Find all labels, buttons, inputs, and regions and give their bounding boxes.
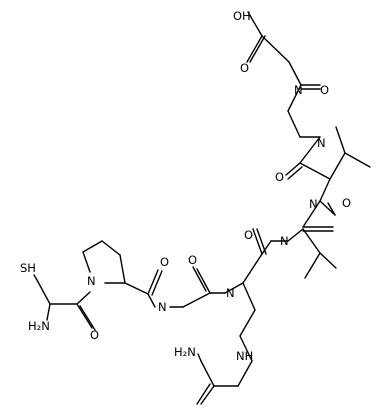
carboxyl-hydroxyl-label: OH — [233, 9, 251, 23]
cys-carbonyl-oxygen-label: O — [90, 328, 99, 342]
guanidine-amine-label: H₂N — [174, 345, 196, 359]
arg-amide-nitrogen-label: N — [280, 234, 289, 248]
gly-amide-nitrogen-label: N — [294, 83, 303, 97]
thiol-label: SH — [20, 261, 36, 275]
atom-labels: OH O N O N O N O O N O N O N SH H₂N O NH… — [20, 9, 351, 363]
pro-ring-nitrogen-label: N — [87, 274, 96, 288]
gly-mid-amide-nitrogen-label: N — [158, 300, 167, 314]
guanidine-nh-label: NH — [236, 349, 253, 363]
bond-skeleton — [33, 11, 371, 405]
val-upper-carbonyl-oxygen-label: O — [275, 170, 284, 184]
gly-mid-carbonyl-oxygen-label: O — [188, 253, 197, 267]
arg-carbonyl-oxygen-label: O — [244, 228, 253, 242]
val-lower-carbonyl-oxygen-label: O — [342, 196, 351, 210]
arg-alpha-nitrogen-label: N — [226, 286, 235, 300]
val-upper-amide-nitrogen-label: N — [317, 136, 326, 150]
pro-carbonyl-oxygen-label: O — [160, 255, 169, 269]
cys-amine-label: H₂N — [28, 319, 50, 333]
val-lower-amide-nitrogen-label: N — [309, 197, 318, 211]
gly-carbonyl-oxygen-label: O — [320, 83, 329, 97]
carboxyl-oxygen-label: O — [240, 61, 249, 75]
